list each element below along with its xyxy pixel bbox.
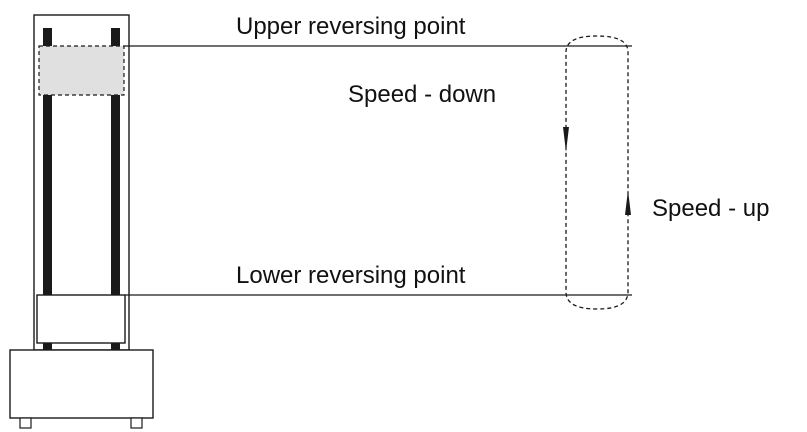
right-foot bbox=[130, 417, 143, 429]
label-speed-down: Speed - down bbox=[348, 81, 496, 108]
lower-crosshead bbox=[36, 294, 126, 344]
left-foot bbox=[19, 417, 32, 429]
left-column bbox=[43, 28, 52, 352]
label-upper-reversing-point: Upper reversing point bbox=[236, 13, 466, 40]
right-column bbox=[111, 28, 120, 352]
upper-crosshead bbox=[38, 45, 125, 96]
arrow-down-icon bbox=[563, 127, 569, 152]
arrow-up-icon bbox=[625, 190, 631, 215]
label-speed-up: Speed - up bbox=[652, 195, 769, 222]
test-machine bbox=[9, 14, 154, 429]
label-lower-reversing-point: Lower reversing point bbox=[236, 262, 466, 289]
travel-loop bbox=[565, 35, 629, 310]
machine-base bbox=[9, 349, 154, 419]
